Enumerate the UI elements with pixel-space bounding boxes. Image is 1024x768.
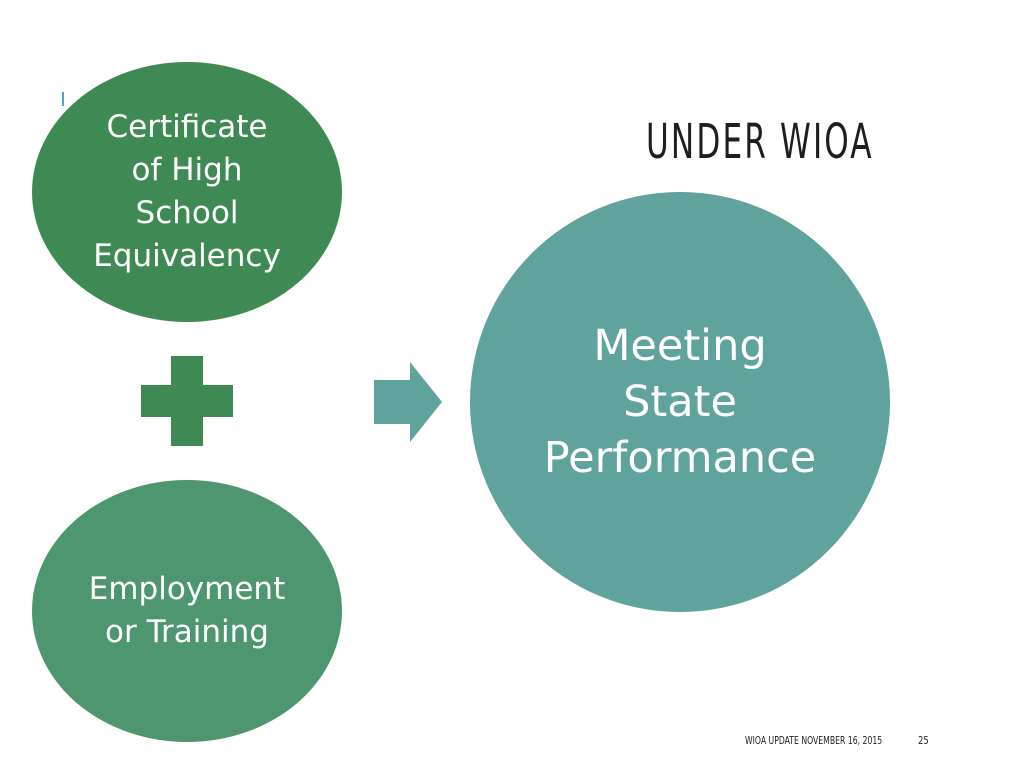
arrow-shape (374, 362, 442, 442)
page-number: 25 (918, 734, 929, 747)
result-label: Meeting State Performance (543, 321, 817, 483)
plus-icon (141, 356, 233, 446)
certificate-oval: Certificate of High School Equivalency (32, 62, 342, 322)
certificate-label: Certificate of High School Equivalency (93, 109, 281, 274)
arrow-right-icon (374, 362, 442, 442)
accent-mark (62, 92, 64, 106)
employment-oval: Employment or Training (32, 480, 342, 742)
plus-shape (141, 356, 233, 446)
footer-text: WIOA UPDATE NOVEMBER 16, 2015 (745, 734, 883, 747)
result-circle: Meeting State Performance (470, 192, 890, 612)
employment-label: Employment or Training (88, 571, 286, 650)
slide-title: UNDER WIOA (646, 114, 874, 170)
